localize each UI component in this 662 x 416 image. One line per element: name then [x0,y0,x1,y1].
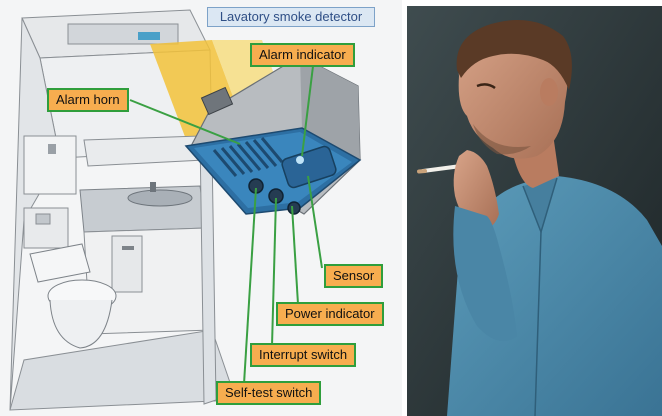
callout-sensor: Sensor [324,264,384,288]
callout-self-test-switch: Self-test switch [216,381,322,405]
cigarette [421,164,463,173]
callout-power-indicator: Power indicator [276,302,384,326]
hair [456,20,572,90]
photo-illustration [407,6,662,416]
hand [453,150,499,229]
alarm-horn-grille [212,137,284,177]
smoke-detector [184,55,362,215]
sink [127,189,193,207]
ceiling-vent [67,23,179,45]
callout-alarm-indicator: Alarm indicator [250,43,355,67]
lavatory-illustration [9,9,362,411]
alarm-indicator-light [296,156,304,164]
diagram-title: Lavatory smoke detector [207,7,375,27]
blue-shirt [447,176,662,416]
ceiling-light [138,32,160,40]
callout-interrupt-switch: Interrupt switch [250,343,357,367]
callout-alarm-horn: Alarm horn [47,88,129,112]
smoking-man-photo [407,6,662,416]
sleeve [453,206,517,342]
sensor-window [281,145,337,189]
power-indicator-light [287,201,301,215]
leader-lines [129,57,323,385]
lavatory-diagram-panel: Lavatory smoke detector Alarm indicator … [0,0,402,416]
